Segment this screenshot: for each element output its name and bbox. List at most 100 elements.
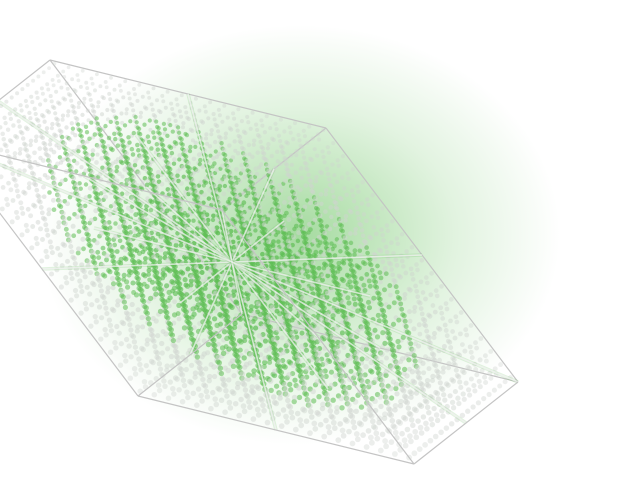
lattice-point [74, 187, 80, 193]
lattice-point [200, 376, 206, 383]
lattice-point [188, 171, 193, 177]
lattice-point [280, 242, 286, 248]
lattice-point [282, 156, 287, 161]
lattice-point [416, 446, 423, 452]
lattice-point [180, 125, 186, 130]
lattice-point [137, 202, 143, 208]
lattice-point [211, 155, 216, 161]
lattice-point [352, 301, 358, 307]
lattice-point [268, 330, 274, 336]
lattice-point [193, 264, 199, 270]
lattice-point [25, 153, 30, 158]
lattice-point [269, 304, 276, 310]
lattice-point [172, 375, 179, 381]
lattice-point [473, 367, 479, 372]
lattice-point [386, 406, 392, 412]
lattice-point [62, 97, 67, 102]
lattice-point [376, 419, 382, 426]
lattice-point [368, 434, 374, 441]
lattice-point [214, 123, 220, 129]
lattice-point [350, 339, 356, 345]
lattice-point [125, 294, 131, 300]
lattice-point [449, 399, 456, 406]
lattice-point [407, 287, 413, 293]
lattice-point [433, 389, 439, 395]
lattice-point [335, 393, 342, 399]
lattice-point [110, 285, 116, 291]
lattice-point [206, 320, 212, 326]
lattice-point [28, 138, 34, 144]
lattice-point [245, 207, 251, 213]
lattice-point [348, 209, 354, 215]
lattice-point [172, 157, 177, 162]
lattice-point [89, 120, 94, 125]
lattice-point [231, 373, 237, 379]
lattice-point [276, 204, 282, 210]
lattice-point [326, 177, 332, 182]
lattice-point [302, 262, 308, 268]
lattice-point [131, 108, 136, 113]
lattice-point [167, 268, 173, 274]
lattice-point [342, 386, 349, 392]
lattice-point [104, 151, 110, 157]
lattice-point [303, 166, 309, 171]
lattice-point [368, 413, 375, 419]
lattice-point [250, 154, 255, 160]
lattice-point [184, 389, 190, 395]
lattice-point [195, 195, 201, 201]
lattice-point [7, 159, 12, 165]
lattice-point [406, 410, 412, 417]
lattice-point [448, 345, 454, 351]
lattice-point [111, 109, 116, 114]
lattice-point [325, 397, 332, 404]
lattice-point [346, 273, 352, 279]
lattice-point [246, 120, 251, 125]
lattice-point [271, 399, 278, 406]
lattice-point [8, 160, 14, 166]
lattice-point [42, 172, 48, 178]
lattice-point [119, 191, 125, 197]
lattice-point [98, 288, 104, 294]
lattice-point [237, 316, 244, 322]
lattice-point [241, 381, 248, 388]
lattice-point [57, 181, 63, 187]
lattice-point [271, 137, 276, 143]
lattice-point [359, 378, 366, 385]
lattice-point [412, 358, 418, 364]
lattice-point [108, 328, 114, 334]
lattice-point [165, 346, 171, 352]
lattice-point [365, 299, 372, 305]
lattice-point [409, 369, 416, 375]
lattice-point [382, 394, 388, 400]
lattice-point [240, 168, 245, 173]
lattice-point [227, 405, 234, 411]
lattice-point [401, 388, 407, 394]
lattice-point [12, 177, 18, 183]
lattice-point [149, 199, 155, 205]
lattice-point [398, 301, 404, 307]
lattice-point [350, 419, 357, 425]
lattice-point [52, 105, 57, 111]
lattice-point [196, 307, 203, 313]
lattice-point [112, 207, 118, 213]
lattice-point [275, 273, 281, 279]
lattice-point [418, 306, 424, 311]
lattice-point [324, 352, 330, 358]
lattice-point [92, 216, 98, 222]
lattice-point [217, 183, 223, 189]
lattice-point [162, 383, 168, 389]
lattice-point [348, 257, 353, 263]
lattice-point [330, 189, 335, 194]
lattice-point [191, 311, 197, 317]
lattice-point [497, 383, 503, 389]
lattice-point [360, 304, 366, 310]
lattice-point [420, 387, 426, 393]
lattice-point [257, 134, 262, 139]
lattice-point [247, 205, 253, 210]
lattice-point [239, 212, 246, 218]
lattice-point [255, 412, 262, 418]
lattice-point [149, 102, 154, 107]
lattice-point [166, 236, 172, 242]
